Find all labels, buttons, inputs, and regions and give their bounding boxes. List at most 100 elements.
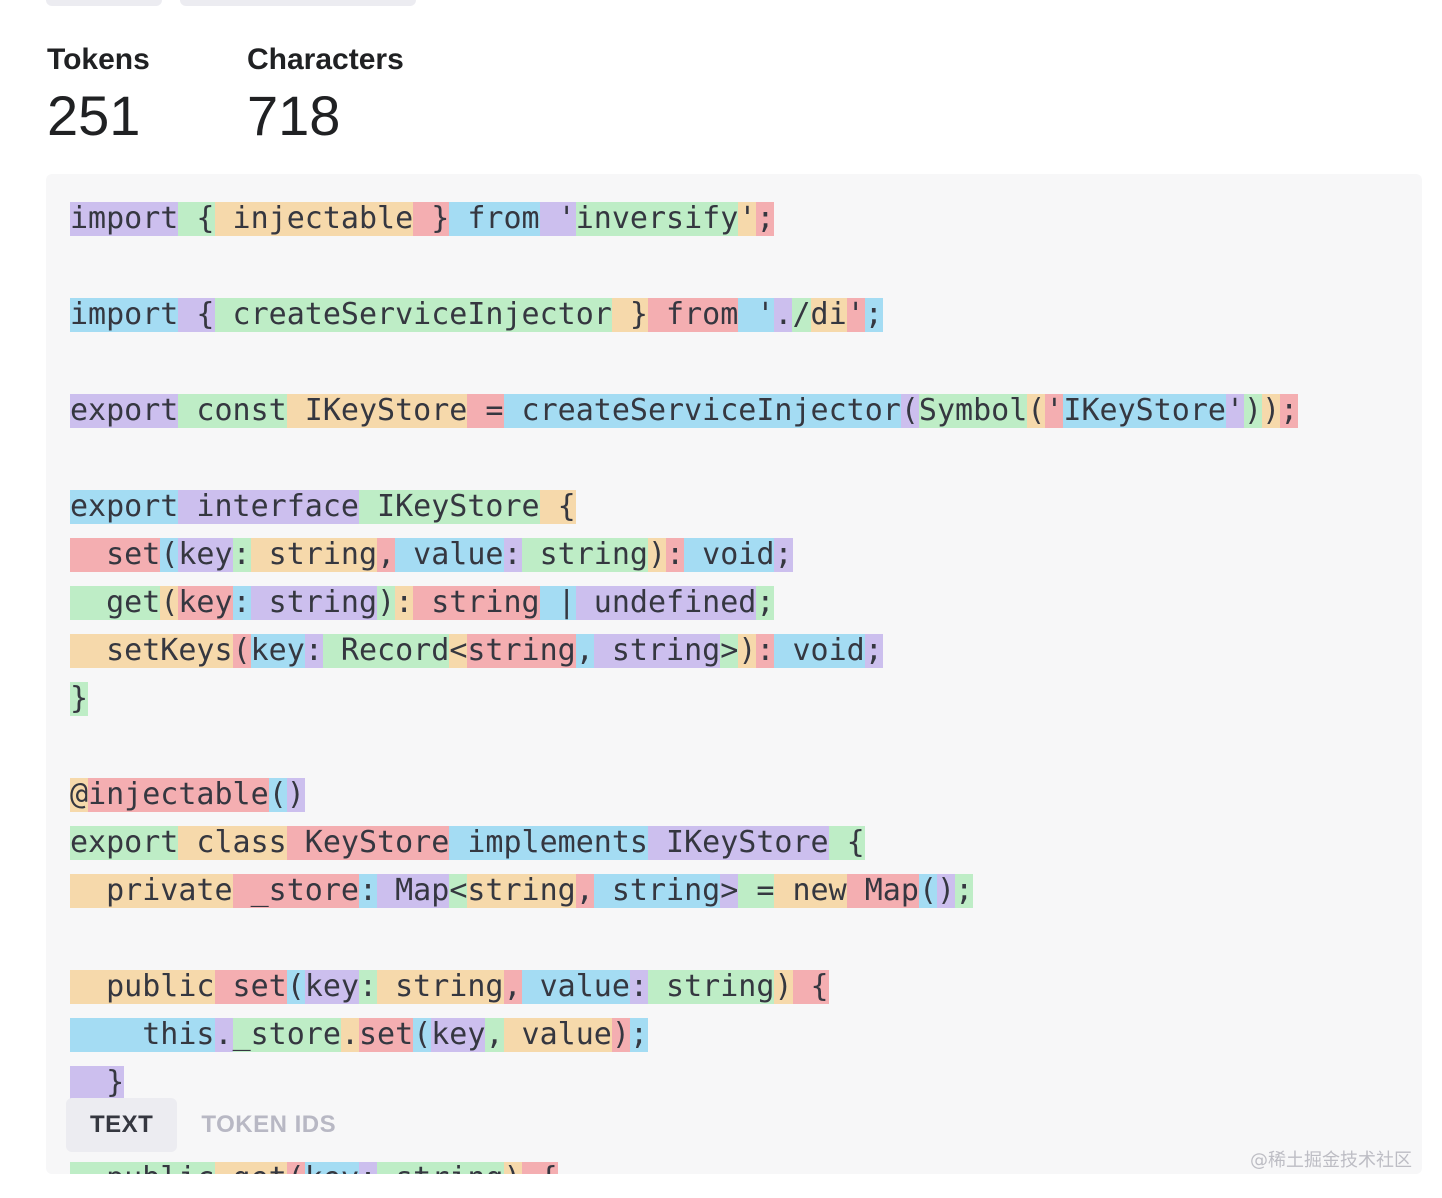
token: class <box>178 824 287 860</box>
characters-label: Characters <box>247 43 404 76</box>
token: set <box>70 536 161 572</box>
token: key <box>250 632 305 668</box>
token: { <box>539 488 576 524</box>
token: ' <box>1045 392 1064 428</box>
code-line <box>70 242 1298 290</box>
token: set <box>359 1016 414 1052</box>
tab-text[interactable]: TEXT <box>66 1098 178 1152</box>
token: set <box>214 968 287 1004</box>
token: < <box>449 632 468 668</box>
tokens-label: Tokens <box>47 43 150 76</box>
token: = <box>467 392 504 428</box>
token: : <box>629 968 648 1004</box>
token: } <box>413 200 450 236</box>
token: Map <box>846 872 919 908</box>
code-line: private _store: Map<string, string> = ne… <box>70 866 1298 914</box>
token: ; <box>864 632 883 668</box>
token: ( <box>286 968 305 1004</box>
token: , <box>503 968 522 1004</box>
token: { <box>178 200 215 236</box>
token: ' <box>1225 392 1245 428</box>
token: public <box>70 1161 215 1174</box>
token: : <box>359 968 378 1004</box>
code-line: } <box>70 1058 1298 1106</box>
token: , <box>377 536 396 572</box>
token: ) <box>377 584 396 620</box>
token: export <box>70 824 179 860</box>
token: string <box>648 968 775 1004</box>
token: string <box>521 536 648 572</box>
token: string <box>593 632 721 668</box>
code-line: this._store.set(key, value); <box>70 1010 1298 1058</box>
code-line: import { injectable } from 'inversify'; <box>70 194 1298 242</box>
token: ( <box>268 776 287 812</box>
token: get <box>70 584 161 620</box>
code-line <box>70 914 1298 962</box>
code-line: } <box>70 674 1298 722</box>
token: = <box>738 872 775 908</box>
token: . <box>214 1016 233 1052</box>
token: ; <box>1280 392 1299 428</box>
top-button-right[interactable] <box>180 0 416 6</box>
code-line: set(key: string, value: string): void; <box>70 530 1298 578</box>
token: createServiceInjector <box>214 296 612 332</box>
token: ) <box>774 968 793 1004</box>
token: public <box>70 968 215 1004</box>
token: undefined <box>575 584 757 620</box>
token: ( <box>918 872 937 908</box>
token: , <box>575 872 594 908</box>
code-line: setKeys(key: Record<string, string>): vo… <box>70 626 1298 674</box>
token: ; <box>756 200 775 236</box>
token: import <box>70 200 179 236</box>
token: , <box>485 1016 504 1052</box>
characters-value: 718 <box>247 84 341 147</box>
token: ( <box>286 1161 305 1174</box>
token: interface <box>178 488 359 524</box>
token: value <box>521 968 630 1004</box>
token: ( <box>160 584 179 620</box>
token: ) <box>503 1161 522 1174</box>
token: KeyStore <box>286 824 450 860</box>
token: string <box>413 584 540 620</box>
token: : <box>232 584 251 620</box>
token: value <box>395 536 504 572</box>
code-content: import { injectable } from 'inversify';i… <box>70 194 1299 1174</box>
token: ; <box>774 536 793 572</box>
token: { <box>828 824 865 860</box>
token: . <box>340 1016 359 1052</box>
code-line <box>70 434 1298 482</box>
token: private <box>70 872 233 908</box>
token: | <box>539 584 576 620</box>
token: setKeys <box>70 632 233 668</box>
token: { <box>178 296 215 332</box>
code-line: export class KeyStore implements IKeySto… <box>70 818 1298 866</box>
token: Record <box>322 632 450 668</box>
token: string <box>593 872 721 908</box>
top-button-left[interactable] <box>46 0 162 6</box>
code-line: public set(key: string, value: string) { <box>70 962 1298 1010</box>
token: ( <box>413 1016 432 1052</box>
tab-token-ids[interactable]: TOKEN IDS <box>201 1111 337 1138</box>
token: string <box>467 632 576 668</box>
code-line: export const IKeyStore = createServiceIn… <box>70 386 1299 434</box>
token: void <box>684 536 775 572</box>
token: : <box>666 536 685 572</box>
token: { <box>792 968 829 1004</box>
token: IKeyStore <box>648 824 829 860</box>
token: ) <box>937 872 956 908</box>
tokens-stat: Tokens 251 <box>47 40 150 148</box>
token: : <box>304 632 323 668</box>
token: const <box>178 392 287 428</box>
token: export <box>70 392 179 428</box>
token: createServiceInjector <box>503 392 901 428</box>
token: string <box>377 1161 504 1174</box>
token: this <box>70 1016 215 1052</box>
code-line: import { createServiceInjector } from '.… <box>70 290 1298 338</box>
token: value <box>503 1016 612 1052</box>
token: } <box>70 680 89 716</box>
token: _store <box>232 1016 341 1052</box>
token: get <box>214 1161 287 1174</box>
token: Map <box>377 872 450 908</box>
token: key <box>304 968 359 1004</box>
watermark: @稀土掘金技术社区 <box>1250 1150 1412 1171</box>
